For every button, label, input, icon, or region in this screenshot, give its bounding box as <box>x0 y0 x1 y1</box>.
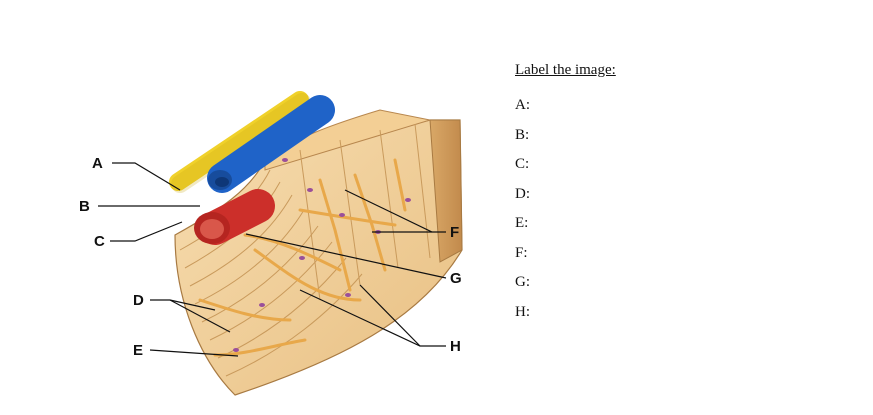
label-g: G <box>450 270 462 287</box>
answer-item-c: C: <box>515 156 530 172</box>
answer-item-f: F: <box>515 244 528 261</box>
answer-item-b: B: <box>515 126 530 143</box>
answer-list: A: B: C: D: E: F: G: H: <box>515 96 855 332</box>
answer-item-d: D: <box>515 185 530 202</box>
canal-network <box>198 158 407 357</box>
label-d: D <box>133 292 144 309</box>
answer-item-e: E: <box>515 215 529 231</box>
panel-title: Label the image: <box>515 62 616 78</box>
label-h: H <box>450 338 461 355</box>
label-panel: Label the image: A: B: C: D: E: F: G: H: <box>515 62 855 332</box>
vein-tube <box>207 95 335 193</box>
bone-side-face <box>429 119 463 263</box>
label-a: A <box>92 155 103 172</box>
compact-bone-block <box>174 119 463 396</box>
answer-item-h: H: <box>515 303 530 320</box>
osteon-illustration: A B C D E F G H <box>79 91 463 396</box>
label-b: B <box>79 198 90 215</box>
label-f: F <box>450 224 459 241</box>
nerve-tube <box>169 91 309 191</box>
lamellae <box>179 123 431 377</box>
label-c: C <box>94 233 105 250</box>
artery-lumen <box>200 219 224 239</box>
label-e: E <box>133 342 143 359</box>
leader-lines <box>98 162 447 357</box>
answer-item-g: G: <box>515 274 530 290</box>
bone-diagram: A B C D E F G H <box>79 91 463 396</box>
answer-item-a: A: <box>515 97 530 113</box>
